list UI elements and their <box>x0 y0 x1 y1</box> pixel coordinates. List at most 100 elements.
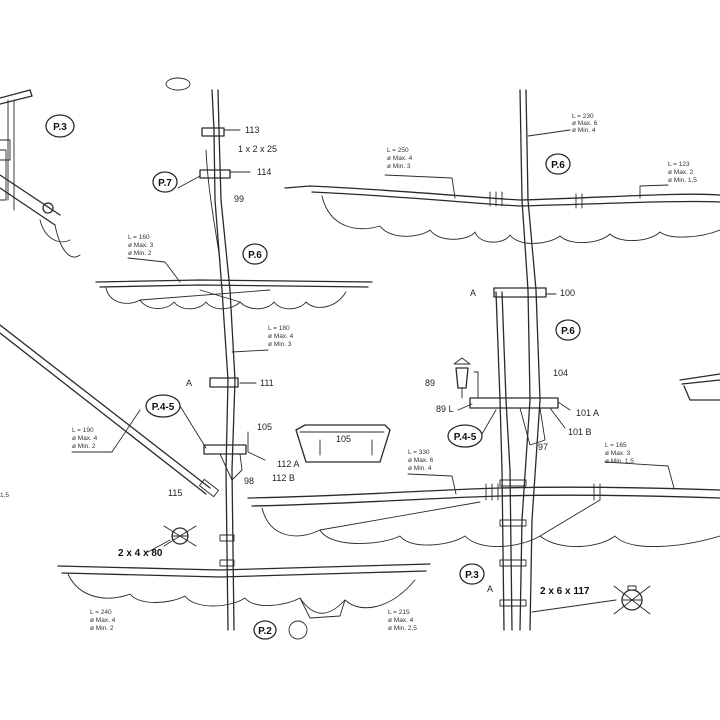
svg-text:L = 330: L = 330 <box>408 449 430 456</box>
svg-text:L = 215: L = 215 <box>388 609 410 616</box>
ref-p3-top-label: P.3 <box>53 122 67 133</box>
ref-p6-mid-label: P.6 <box>561 326 575 337</box>
spec-190: L = 190 ø Max. 4 ø Min. 2 <box>72 427 98 450</box>
small-circle-mark <box>288 620 308 640</box>
svg-text:ø Max. 4: ø Max. 4 <box>388 617 414 624</box>
svg-text:ø Max. 4: ø Max. 4 <box>72 435 98 442</box>
part-a-left: A <box>186 378 192 388</box>
spec-160: L = 160 ø Max. 3 ø Min. 2 <box>128 234 154 257</box>
spec-215: L = 215 ø Max. 4 ø Min. 2,5 <box>388 609 417 632</box>
ref-p45-right: P.4-5 <box>447 424 483 448</box>
ref-p6-top: P.6 <box>545 153 571 175</box>
part-105-box: 105 <box>336 434 351 444</box>
ref-p7-label: P.7 <box>158 178 172 189</box>
svg-text:L = 180: L = 180 <box>268 325 290 332</box>
svg-text:ø Max. 2: ø Max. 2 <box>668 169 694 176</box>
svg-text:L = 165: L = 165 <box>605 442 627 449</box>
ref-p6-top-label: P.6 <box>551 160 565 171</box>
svg-text:ø Min. 2,5: ø Min. 2,5 <box>388 625 417 632</box>
part-114: 114 <box>257 167 271 177</box>
part-105: 105 <box>257 422 272 432</box>
svg-text:L = 123: L = 123 <box>668 161 690 168</box>
part-2x4x80: 2 x 4 x 80 <box>118 548 163 559</box>
ref-p45-left-label: P.4-5 <box>152 402 175 413</box>
part-112a: 112 A <box>277 459 299 469</box>
svg-text:ø Max. 6: ø Max. 6 <box>408 457 434 464</box>
part-a-bottom: A <box>487 584 493 594</box>
part-1x2x25: 1 x 2 x 25 <box>238 144 277 154</box>
lantern-89 <box>453 357 479 399</box>
part-112b: 112 B <box>272 473 295 483</box>
svg-text:ø Min. 1,5: ø Min. 1,5 <box>668 177 697 184</box>
part-89l: 89 L <box>436 404 454 414</box>
ref-p7: P.7 <box>152 171 178 193</box>
svg-text:ø Max. 4: ø Max. 4 <box>387 155 413 162</box>
svg-text:L = 160: L = 160 <box>128 234 150 241</box>
part-97: 97 <box>538 442 548 452</box>
svg-text:ø Min. 3: ø Min. 3 <box>268 341 292 348</box>
part-101a: 101 A <box>576 408 599 418</box>
ref-p45-left: P.4-5 <box>145 394 181 418</box>
ref-p6-mid: P.6 <box>555 319 581 341</box>
svg-text:ø Min. 4: ø Min. 4 <box>572 127 596 134</box>
left-upper-yard <box>95 279 373 310</box>
top-left-fragment <box>0 89 81 258</box>
part-111: 111 <box>260 378 274 388</box>
svg-text:L = 240: L = 240 <box>90 609 112 616</box>
svg-text:L = 230: L = 230 <box>572 113 594 120</box>
svg-text:ø Min. 3: ø Min. 3 <box>387 163 411 170</box>
svg-text:ø Min. 2: ø Min. 2 <box>90 625 114 632</box>
part-labels: 113 1 x 2 x 25 114 99 A 111 105 105 112 … <box>118 125 599 597</box>
part-104: 104 <box>553 368 568 378</box>
spec-180: L = 180 ø Max. 4 ø Min. 3 <box>268 325 294 348</box>
svg-text:ø Max. 4: ø Max. 4 <box>268 333 294 340</box>
part-a-top: A <box>470 288 476 298</box>
detail-left-section <box>163 525 197 547</box>
bottom-left-yard <box>57 563 431 619</box>
svg-text:ø Max. 6: ø Max. 6 <box>572 120 598 127</box>
svg-text:L = 250: L = 250 <box>387 147 409 154</box>
leader-lines <box>71 129 675 613</box>
part-89: 89 <box>425 378 435 388</box>
left-mast <box>199 89 247 631</box>
svg-text:ø Min. 2: ø Min. 2 <box>128 250 152 257</box>
part-101b: 101 B <box>568 427 592 437</box>
spec-edge-fragment: 1,5 <box>0 492 9 499</box>
part-99: 99 <box>234 194 244 204</box>
right-mast <box>469 89 559 631</box>
svg-text:ø Max. 3: ø Max. 3 <box>605 450 631 457</box>
ref-p2: P.2 <box>253 620 277 640</box>
svg-text:ø Min. 1,5: ø Min. 1,5 <box>605 458 634 465</box>
svg-text:ø Max. 4: ø Max. 4 <box>90 617 116 624</box>
svg-text:L = 190: L = 190 <box>72 427 94 434</box>
part-113: 113 <box>245 125 259 135</box>
ref-p45-right-label: P.4-5 <box>454 432 477 443</box>
box-105 <box>295 424 391 463</box>
spec-250: L = 250 ø Max. 4 ø Min. 3 <box>387 147 413 170</box>
svg-text:ø Min. 4: ø Min. 4 <box>408 465 432 472</box>
diagonal-spar <box>0 324 220 498</box>
svg-text:ø Max. 3: ø Max. 3 <box>128 242 154 249</box>
ref-p3-top: P.3 <box>45 114 75 138</box>
part-100: 100 <box>560 288 575 298</box>
ref-p3-bottom: P.3 <box>459 563 485 585</box>
ref-p6-left-label: P.6 <box>248 250 262 261</box>
part-2x6x117: 2 x 6 x 117 <box>540 586 590 597</box>
spec-240: L = 240 ø Max. 4 ø Min. 2 <box>90 609 116 632</box>
main-lower-yard <box>247 483 720 547</box>
top-oval-fragment <box>165 77 191 91</box>
ref-p6-left: P.6 <box>242 243 268 265</box>
spec-230: L = 230 ø Max. 6 ø Min. 4 <box>572 113 598 134</box>
svg-text:ø Min. 2: ø Min. 2 <box>72 443 96 450</box>
detail-right-section <box>613 585 651 615</box>
top-right-yard <box>284 185 720 244</box>
spec-330: L = 330 ø Max. 6 ø Min. 4 <box>408 449 434 472</box>
spec-123: L = 123 ø Max. 2 ø Min. 1,5 <box>668 161 697 184</box>
ref-p2-label: P.2 <box>258 626 272 637</box>
part-98: 98 <box>244 476 254 486</box>
right-edge-piece <box>679 373 720 401</box>
part-115: 115 <box>168 488 182 498</box>
spec-165: L = 165 ø Max. 3 ø Min. 1,5 <box>605 442 634 465</box>
